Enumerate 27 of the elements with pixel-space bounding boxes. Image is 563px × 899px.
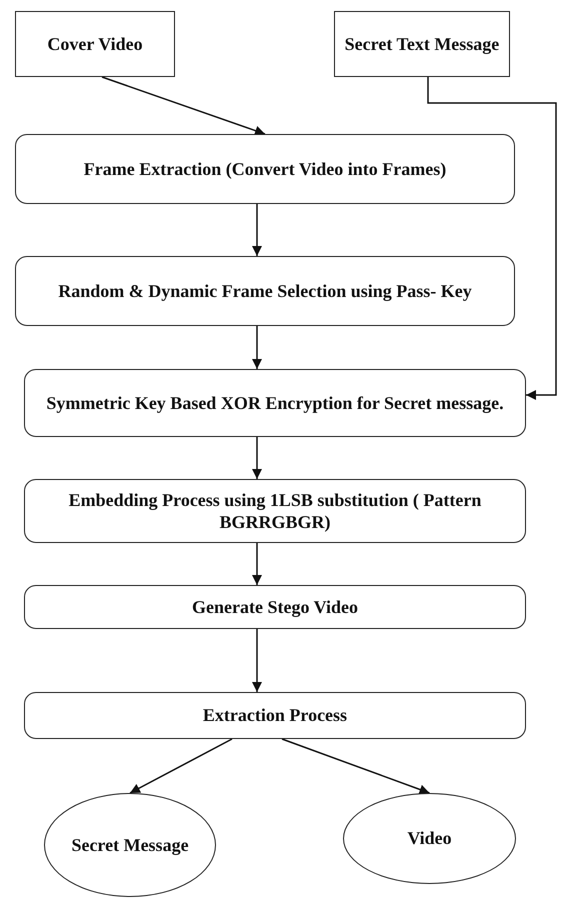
arrow <box>282 738 430 794</box>
node-label: Symmetric Key Based XOR Encryption for Secret message. <box>46 392 504 414</box>
process-box <box>15 134 515 204</box>
process-box <box>24 585 526 629</box>
process-box <box>24 369 526 437</box>
node-label: Random & Dynamic Frame Selection using Pass- Key <box>58 280 472 302</box>
node-label: Secret Message <box>71 834 189 856</box>
node-label: Video <box>407 827 452 850</box>
arrow <box>427 77 557 400</box>
input-box <box>334 11 510 77</box>
process-box <box>15 256 515 326</box>
arrow <box>102 76 266 136</box>
arrow <box>252 204 262 256</box>
arrow <box>252 543 262 585</box>
arrow <box>252 629 262 692</box>
input-box <box>15 11 175 77</box>
node-label: Secret Text Message <box>344 32 500 56</box>
arrow <box>252 437 262 479</box>
node-label: Generate Stego Video <box>192 596 358 618</box>
node-label: Extraction Process <box>202 704 348 727</box>
process-box <box>24 692 526 739</box>
node-label: Embedding Process using 1LSB substitution ( Pattern BGRRGBGR) <box>68 488 482 534</box>
arrow <box>252 326 262 369</box>
arrow <box>130 738 232 794</box>
process-box <box>24 479 526 543</box>
node-label: Frame Extraction (Convert Video into Frames) <box>84 158 446 180</box>
node-label: Cover Video <box>47 32 143 56</box>
